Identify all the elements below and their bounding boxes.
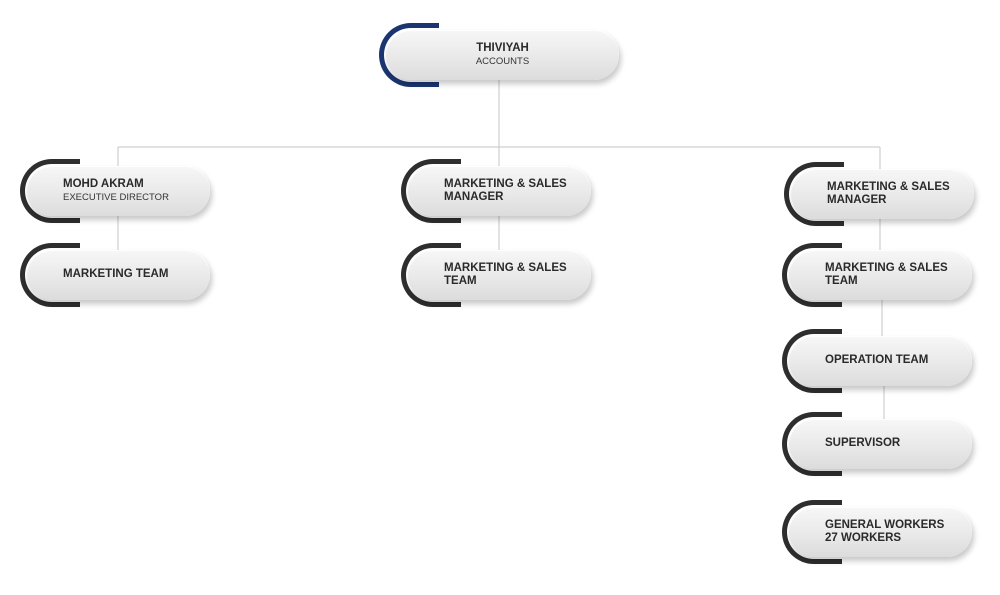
node-title: MARKETING & SALES TEAM (444, 261, 567, 288)
org-node-root[interactable]: THIVIYAH ACCOUNTS (379, 23, 619, 87)
org-node-right-3[interactable]: OPERATION TEAM (782, 329, 972, 393)
node-subtitle: EXECUTIVE DIRECTOR (63, 191, 169, 203)
org-node-right-4[interactable]: SUPERVISOR (782, 412, 972, 476)
node-title: GENERAL WORKERS 27 WORKERS (825, 518, 945, 545)
org-node-right-2[interactable]: MARKETING & SALES TEAM (782, 243, 972, 307)
org-node-middle-1[interactable]: MARKETING & SALES MANAGER (401, 159, 591, 223)
org-node-left-2[interactable]: MARKETING TEAM (20, 243, 210, 307)
node-title: MARKETING & SALES MANAGER (827, 180, 950, 207)
node-title: OPERATION TEAM (825, 354, 929, 367)
org-node-right-1[interactable]: MARKETING & SALES MANAGER (784, 162, 974, 226)
node-title: THIVIYAH (476, 42, 529, 55)
node-title: MOHD AKRAM (63, 178, 144, 191)
org-node-middle-2[interactable]: MARKETING & SALES TEAM (401, 243, 591, 307)
org-node-right-5[interactable]: GENERAL WORKERS 27 WORKERS (782, 500, 972, 564)
org-node-left-1[interactable]: MOHD AKRAM EXECUTIVE DIRECTOR (20, 159, 210, 223)
node-title: MARKETING & SALES TEAM (825, 261, 948, 288)
node-title: MARKETING & SALES MANAGER (444, 177, 567, 204)
node-subtitle: ACCOUNTS (475, 55, 530, 67)
node-title: MARKETING TEAM (63, 268, 169, 281)
node-title: SUPERVISOR (825, 437, 901, 450)
